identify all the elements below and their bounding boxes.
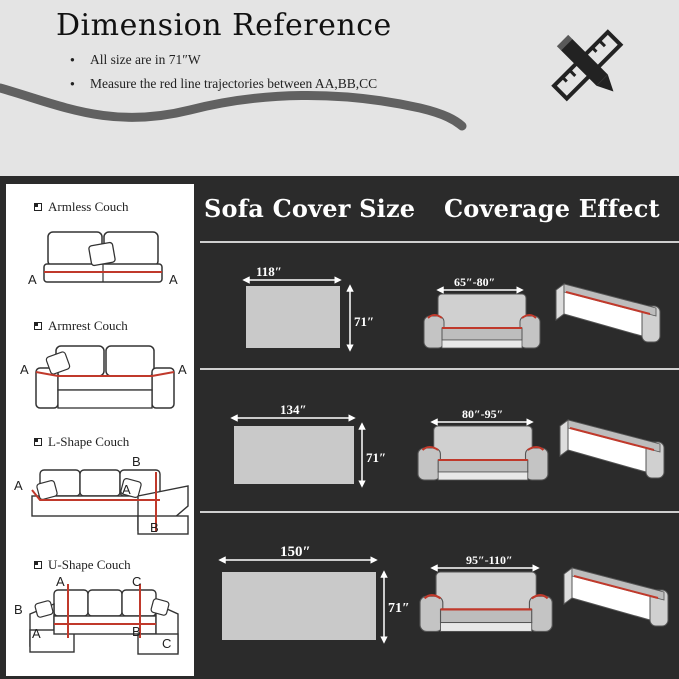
- sofa-front-icon: [416, 424, 550, 482]
- cover-width-3: 150″: [280, 544, 311, 560]
- square-bullet-icon: [34, 561, 42, 569]
- divider: [200, 511, 679, 513]
- square-bullet-icon: [34, 322, 42, 330]
- marker-b-bottom: B: [150, 520, 159, 535]
- square-bullet-icon: [34, 203, 42, 211]
- ruler-pencil-icon: [551, 29, 624, 102]
- sofa-side-icon: [555, 283, 661, 343]
- sofa-front-icon: [418, 570, 554, 633]
- swoosh-decoration: [0, 83, 467, 131]
- column-header-size: Sofa Cover Size: [204, 194, 416, 223]
- divider: [200, 241, 679, 243]
- cover-height-2: 71″: [366, 450, 386, 465]
- couch-label-armrest: Armrest Couch: [34, 318, 128, 334]
- fit-range-1: 65″-80″: [454, 275, 495, 289]
- couch-label-armless: Armless Couch: [34, 199, 129, 215]
- page-title: Dimension Reference: [56, 8, 392, 43]
- dimension-reference-banner: Dimension Reference All size are in 71″W…: [0, 0, 679, 176]
- marker-a-left: A: [28, 272, 37, 287]
- armless-couch-diagram: A A: [28, 231, 178, 287]
- marker-a-right: A: [178, 362, 187, 377]
- marker-b-right: B: [132, 624, 141, 639]
- sofa-side-icon: [563, 567, 669, 627]
- cover-rectangle-3: [222, 572, 376, 640]
- cover-width-1: 118″: [256, 264, 282, 279]
- sofa-side-icon: [559, 419, 665, 479]
- marker-b-top: B: [132, 454, 141, 469]
- cover-width-2: 134″: [280, 402, 307, 417]
- column-header-effect: Coverage Effect: [444, 194, 660, 223]
- fit-range-3: 95″-110″: [466, 553, 513, 567]
- armrest-couch-diagram: A A: [20, 345, 187, 409]
- marker-a-left: A: [14, 478, 23, 493]
- couch-label-u-shape: U-Shape Couch: [34, 557, 131, 573]
- u-shape-couch-diagram: A A B B C C: [14, 574, 179, 655]
- marker-c-bottom: C: [162, 636, 171, 651]
- marker-a-right: A: [122, 482, 131, 497]
- marker-a-bottom: A: [32, 626, 41, 641]
- cover-height-1: 71″: [354, 314, 374, 329]
- bullet-size-note: All size are in 71″W: [70, 52, 201, 68]
- marker-c-top: C: [132, 574, 141, 589]
- cover-rectangle-1: [246, 286, 340, 348]
- l-shape-couch-diagram: A A B B: [14, 454, 189, 535]
- couch-label-l-shape: L-Shape Couch: [34, 434, 129, 450]
- square-bullet-icon: [34, 438, 42, 446]
- divider: [200, 368, 679, 370]
- marker-a-right: A: [169, 272, 178, 287]
- bullet-measure-note: Measure the red line trajectories betwee…: [70, 76, 377, 92]
- marker-a-left: A: [20, 362, 29, 377]
- cover-rectangle-2: [234, 426, 354, 484]
- cover-height-3: 71″: [388, 601, 410, 616]
- sofa-front-icon: [423, 293, 541, 349]
- marker-b-left: B: [14, 602, 23, 617]
- marker-a-top: A: [56, 574, 65, 589]
- fit-range-2: 80″-95″: [462, 407, 503, 421]
